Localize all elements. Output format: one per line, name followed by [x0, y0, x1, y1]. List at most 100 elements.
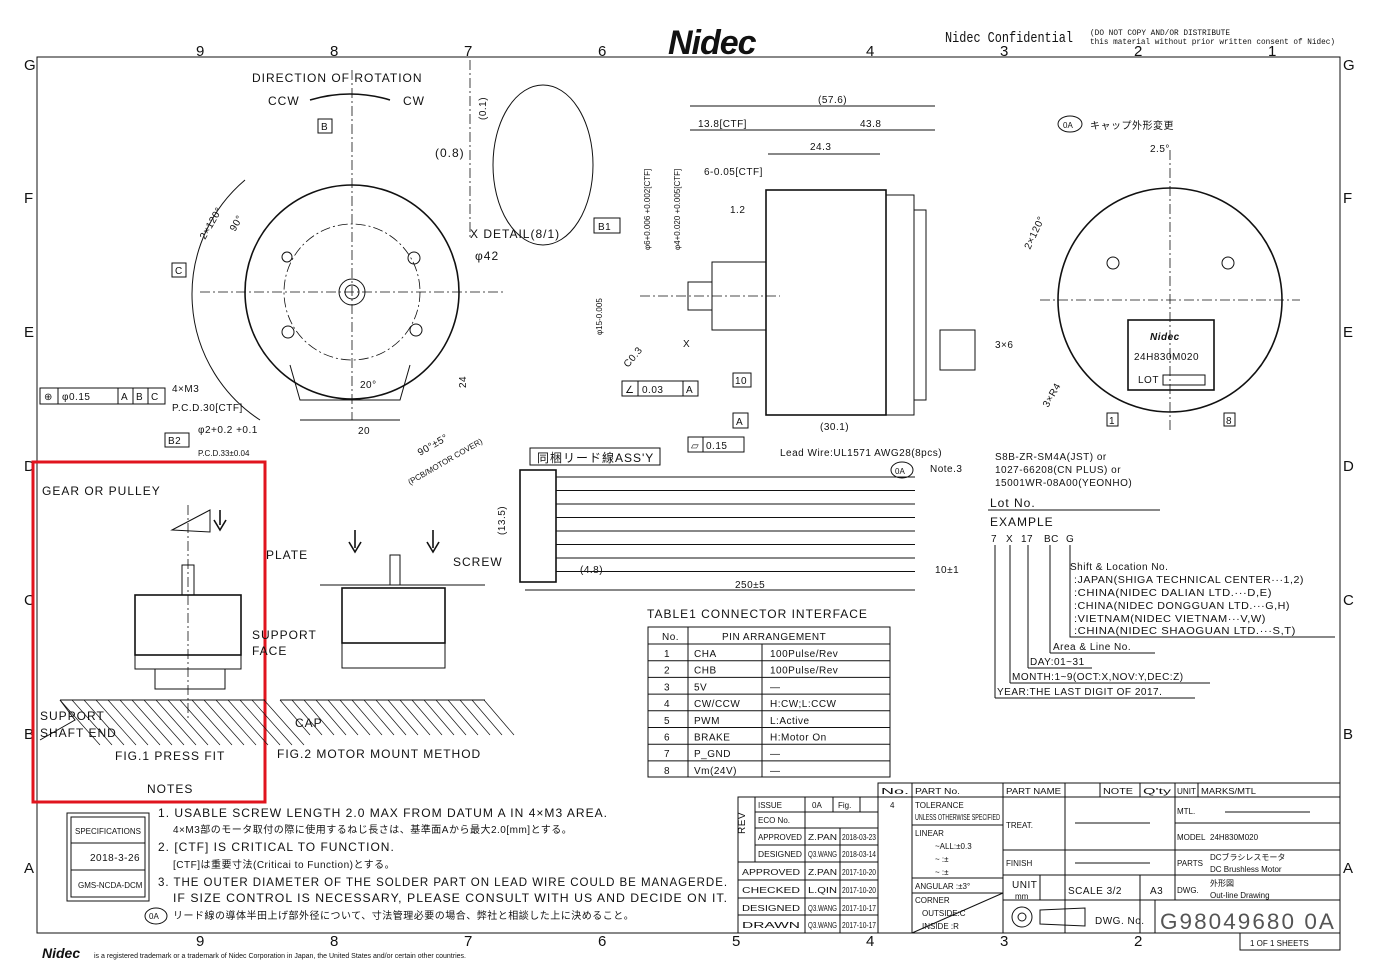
row-label: F: [24, 190, 34, 207]
dim-c03: C0.3: [622, 345, 645, 370]
note-item: 3. THE OUTER DIAMETER OF THE SOLDER PART…: [158, 875, 728, 889]
pin-signal: P_GND: [694, 749, 731, 760]
cap-label: CAP: [295, 716, 323, 730]
col-label: 2: [1134, 933, 1143, 950]
eco-label: ECO No.: [758, 816, 790, 825]
lot-location: :CHINA(NIDEC DALIAN LTD.···D,E): [1074, 588, 1272, 599]
cw-label: CW: [403, 94, 425, 108]
col-label: 3: [1000, 43, 1009, 60]
lot-location: :CHINA(NIDEC SHAOGUAN LTD.···S,T): [1074, 626, 1296, 637]
lot-example: EXAMPLE: [990, 515, 1054, 529]
row-label: A: [24, 860, 35, 877]
parts-value: DC Brushless Motor: [1210, 865, 1282, 874]
datum-ref: B: [136, 392, 143, 403]
wire-assy-label: 同梱リード線ASS'Y: [537, 450, 654, 465]
title-block-column: PART No.: [915, 787, 960, 796]
dim-01: (0.1): [478, 97, 489, 120]
rotation-direction-label: DIRECTION OF ROTATION: [252, 71, 423, 85]
angle-dim: 90°: [228, 214, 246, 234]
pin-signal: PWM: [694, 716, 720, 727]
note3-ref: Note.3: [930, 464, 962, 475]
shaft-end-label: SHAFT END: [40, 726, 117, 740]
mounting-figures: GEAR OR PULLEY SUPPORT SHAFT END FIG.1 P…: [31, 460, 515, 804]
dwg-label: DWG.: [1177, 886, 1199, 895]
support-face-label: SUPPORT: [252, 628, 317, 642]
lot-shift: Shift & Location No.: [1070, 562, 1168, 573]
arrow-down-icon: [213, 510, 227, 532]
row-label: B: [24, 726, 35, 743]
pin-function: H:CW;L:CCW: [770, 699, 837, 710]
revision-note: キャップ外形変更: [1090, 119, 1174, 132]
datum-a: A: [736, 417, 743, 428]
col-label: 5: [732, 933, 741, 950]
signoff-date: 2017-10-20: [842, 868, 876, 877]
dim-dia6: φ6+0.006 +0.002[CTF]: [643, 169, 652, 250]
spec-title: SPECIFICATIONS: [75, 827, 141, 836]
pin-number: 2: [664, 666, 670, 677]
lot-location: :VIETNAM(NIDEC VIETNAM···V,W): [1074, 614, 1266, 625]
pin-signal: CHA: [694, 649, 717, 660]
tolerance-value: φ0.15: [62, 392, 90, 403]
note-item: IF SIZE CONTROL IS NECESSARY, PLEASE CON…: [173, 891, 728, 905]
pin-function: 100Pulse/Rev: [770, 649, 838, 660]
row-label: D: [24, 458, 36, 475]
note-item-jp: 4×M3部のモータ取付の際に使用するねじ長さは、基準面Aから最大2.0[mm]と…: [173, 823, 572, 836]
svg-text:⊕: ⊕: [44, 392, 53, 403]
dim-30-1: (30.1): [820, 422, 849, 433]
row-label: G: [24, 57, 37, 74]
dim-dia4: φ4+0.020 +0.005[CTF]: [673, 169, 682, 250]
dim-6: 6-0.05[CTF]: [704, 167, 763, 178]
detail-x-view: (0.1) (0.8): [435, 60, 594, 246]
pin-number: 5: [664, 716, 670, 727]
corner-label: CORNER: [915, 896, 950, 905]
pin-signal: 5V: [694, 682, 707, 693]
dim-43-8: 43.8: [860, 119, 881, 130]
footer-logo: Nidec: [42, 945, 80, 961]
issue-value: 0A: [812, 801, 822, 810]
dim-3x6: 3×6: [995, 340, 1013, 351]
label-model: 24H830M020: [1134, 352, 1199, 363]
lead-wire-assembly: 同梱リード線ASS'Y Lead Wire:UL1571 AWG28(8pcs)…: [497, 447, 1132, 591]
parts-jp: DCブラシレスモータ: [1210, 852, 1285, 862]
pin-signal: Vm(24V): [694, 766, 737, 777]
connector-spec: 15001WR-08A00(YEONHO): [995, 478, 1132, 489]
support-label: SUPPORT: [40, 709, 105, 723]
table-header: PIN ARRANGEMENT: [722, 632, 826, 643]
dim-4-8: (4.8): [580, 565, 603, 576]
title-block-column: PART NAME: [1006, 787, 1061, 796]
row-label: F: [1343, 190, 1353, 207]
col-label: 6: [598, 933, 607, 950]
linear-tol: ~ :±: [935, 855, 949, 864]
dim-1-2: 1.2: [730, 205, 745, 216]
lot-code: BC: [1044, 534, 1059, 545]
col-label: 9: [196, 933, 205, 950]
note-item: 2. [CTF] IS CRITICAL TO FUNCTION.: [158, 840, 395, 854]
plate-label: PLATE: [266, 548, 308, 562]
perpendicularity-frame: ∠ 0.03 A: [621, 380, 699, 397]
row-label: C: [24, 592, 36, 609]
lot-year: YEAR:THE LAST DIGIT OF 2017.: [997, 687, 1162, 698]
gear-label: GEAR OR PULLEY: [42, 484, 161, 498]
title-block-column: NOTE: [1103, 787, 1133, 796]
dim-08: (0.8): [435, 146, 465, 160]
dim-hole: φ2+0.2 +0.1: [198, 425, 258, 436]
pin-number: 7: [664, 749, 670, 760]
ccw-label: CCW: [268, 94, 300, 108]
dim-10: 10: [735, 376, 747, 387]
dim-250: 250±5: [735, 580, 765, 591]
signoff-name: Z.PAN: [808, 868, 837, 877]
spec-date: 2018-3-26: [90, 853, 140, 864]
angle-dim: 2×120°: [198, 206, 225, 242]
spec-code: GMS-NCDA-DCM: [78, 881, 143, 890]
pin-1-label: 1: [1109, 416, 1115, 427]
col-label: 7: [464, 933, 473, 950]
